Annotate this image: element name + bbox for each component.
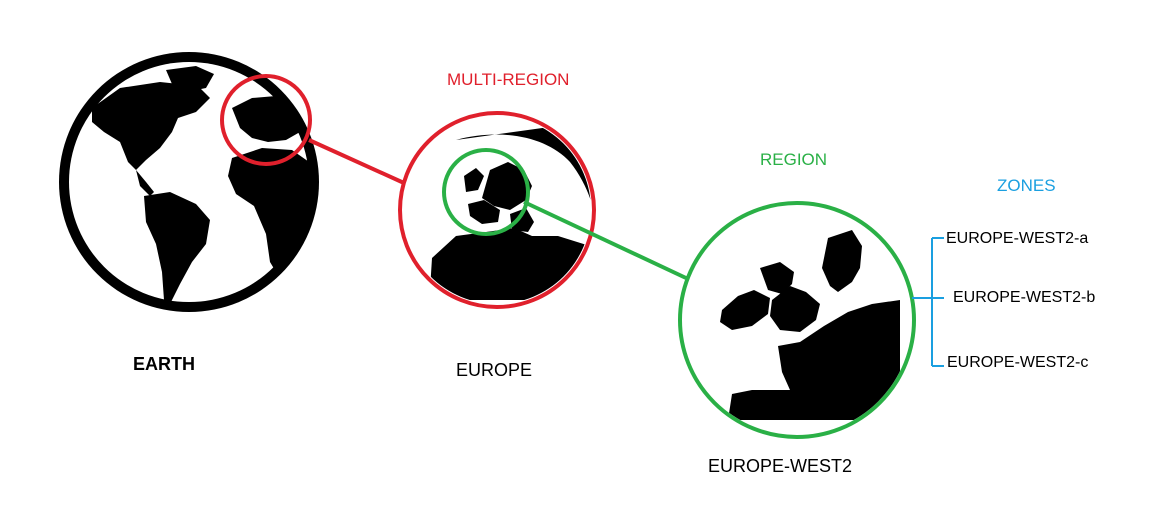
zone-item-a: EUROPE-WEST2-a [946,230,1089,247]
earth-europe-highlight [220,74,312,166]
zone-item-c: EUROPE-WEST2-c [947,354,1089,371]
earth-label: EARTH [133,354,195,374]
zone-item-b: EUROPE-WEST2-b [953,289,1096,306]
region-map-icon [720,230,900,420]
europe-label: EUROPE [456,360,533,380]
earth-globe-icon [59,52,319,312]
europe-west2-highlight [442,148,530,236]
europe-west2-circle [678,201,916,439]
region-heading: REGION [760,150,828,169]
zones-heading: ZONES [997,176,1056,195]
europe-circle [398,111,596,309]
europe-map-icon [430,120,591,300]
europe-west2-label: EUROPE-WEST2 [708,456,853,476]
zones-bracket [912,237,944,367]
multi-region-heading: MULTI-REGION [447,70,570,89]
connector-multi-region [308,138,405,185]
connector-region [523,200,687,280]
